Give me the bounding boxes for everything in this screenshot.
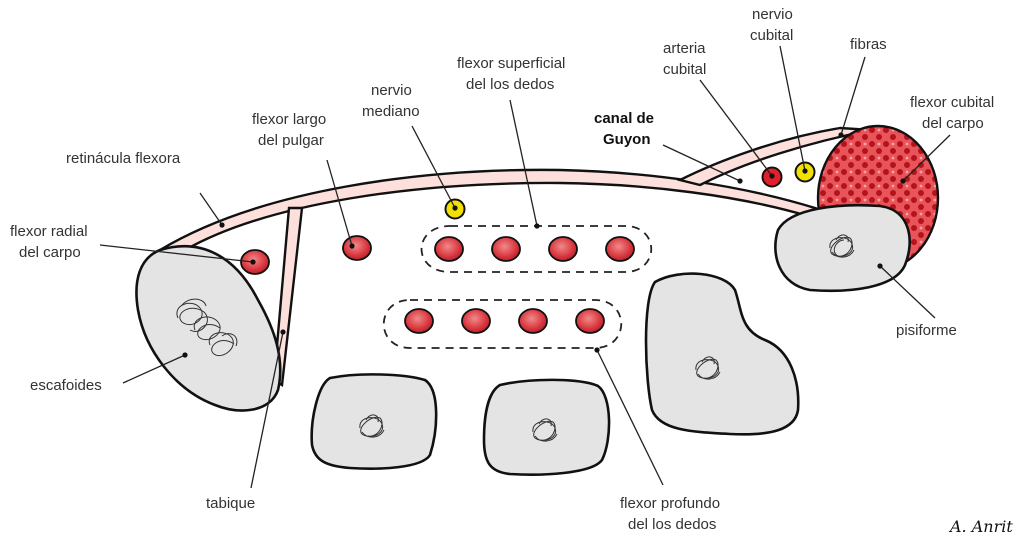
superficial-flexor-tendon (548, 236, 578, 262)
label-flexor-superficial: flexor superficial (457, 55, 565, 72)
label-arteria-cubital: arteria (663, 40, 706, 57)
scaphoid-bone (135, 245, 282, 412)
superficial-flexor-tendon (434, 236, 464, 262)
label-nervio-mediano-2: mediano (362, 103, 420, 120)
label-pisiforme: pisiforme (896, 322, 957, 339)
label-flexor-cubital: flexor cubital (910, 94, 994, 111)
label-flexor-largo-2: del pulgar (258, 132, 324, 149)
label-arteria-cubital-2: cubital (663, 61, 706, 78)
pisiform-trabecula (829, 234, 855, 258)
trapezoid-trabecula (359, 414, 385, 438)
label-flexor-profundo: flexor profundo (620, 495, 720, 512)
label-flexor-superficial-2: del los dedos (466, 76, 554, 93)
label-canal-guyon-2: Guyon (603, 131, 651, 148)
pisiform-bone (774, 203, 911, 293)
capitate-trabecula (532, 418, 558, 442)
label-nervio-cubital: nervio (752, 6, 793, 23)
scaphoid-trabecula (176, 298, 238, 356)
hamate-bone (644, 272, 800, 436)
author-signature: A. Anrit (948, 517, 1013, 536)
label-tabique: tabique (206, 495, 255, 512)
superficial-flexor-tendon (491, 236, 521, 262)
label-flexor-radial-2: del carpo (19, 244, 81, 261)
hamate-trabecula (695, 356, 721, 380)
label-fibras: fibras (850, 36, 887, 53)
flexor-pollicis-longus-tendon (342, 235, 372, 261)
deep-flexor-tendon (575, 308, 605, 334)
label-flexor-largo: flexor largo (252, 111, 326, 128)
label-flexor-profundo-2: del los dedos (628, 516, 716, 533)
label-flexor-cubital-2: del carpo (922, 115, 984, 132)
label-nervio-mediano: nervio (371, 82, 412, 99)
deep-flexor-tendon (461, 308, 491, 334)
label-canal-guyon: canal de (594, 110, 654, 127)
deep-flexor-tendon (518, 308, 548, 334)
capitate-bone (482, 378, 611, 476)
superficial-flexor-tendon (605, 236, 635, 262)
deep-flexor-tendon (404, 308, 434, 334)
label-flexor-radial: flexor radial (10, 223, 88, 240)
label-nervio-cubital-2: cubital (750, 27, 793, 44)
label-escafoides: escafoides (30, 377, 102, 394)
leader-lines (99, 45, 951, 489)
label-retinacula-flexora: retinácula flexora (66, 150, 181, 167)
trapezoid-bone (310, 373, 438, 470)
retinaculum-flexor (155, 168, 818, 252)
superficial-flexor-group-outline (420, 225, 652, 273)
